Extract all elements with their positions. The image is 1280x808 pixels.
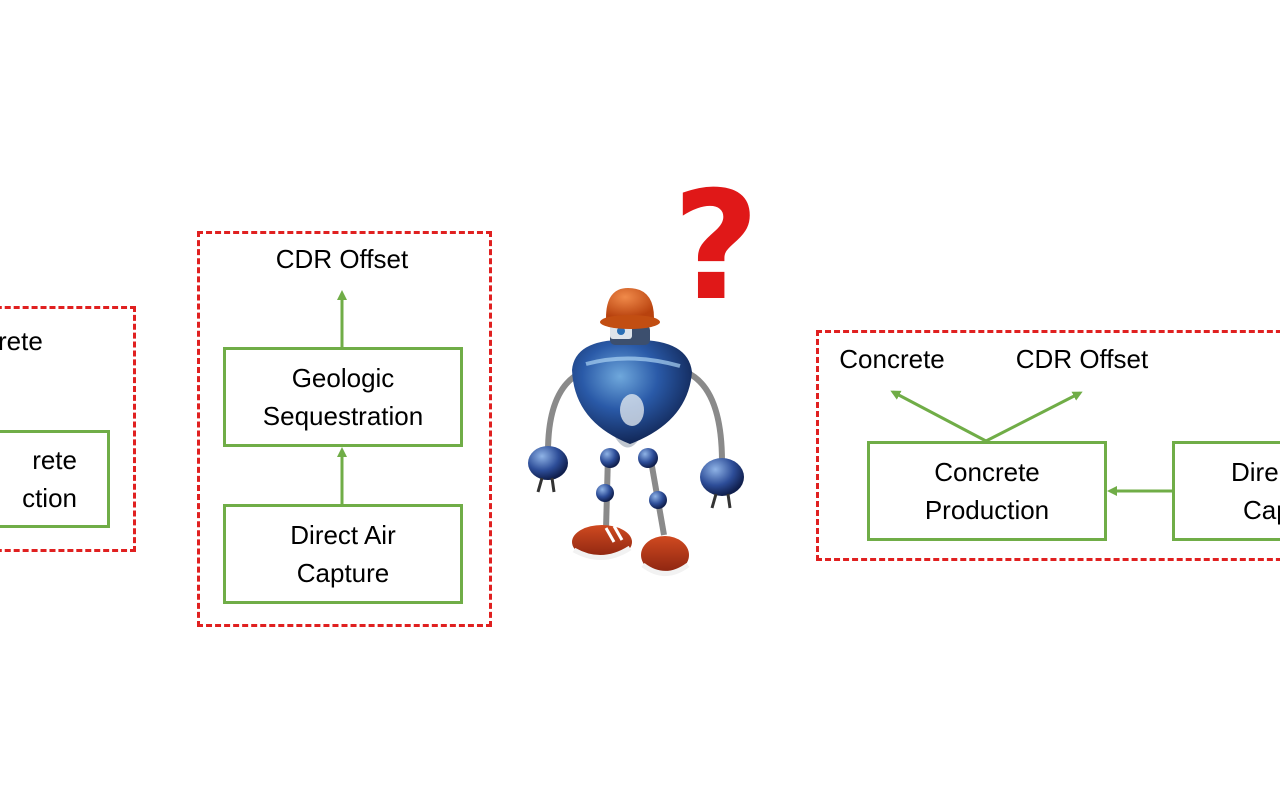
left-production-box-line2: ction — [22, 483, 77, 513]
middle-output-label: CDR Offset — [275, 244, 409, 274]
concrete-production-line2: Production — [924, 495, 1050, 525]
geologic-sequestration-line1: Geologic — [291, 362, 395, 393]
right-output-label-offset: CDR Offset — [1015, 344, 1149, 374]
right-direct-air-capture-box: Dire Cap — [1172, 441, 1280, 541]
geologic-sequestration-box: Geologic Sequestration — [223, 347, 463, 447]
left-output-label: rete — [0, 326, 43, 356]
concrete-production-line1: Concrete — [934, 456, 1040, 487]
left-production-box: rete ction — [0, 430, 110, 528]
direct-air-capture-line1: Direct Air — [290, 519, 396, 550]
direct-air-capture-box: Direct Air Capture — [223, 504, 463, 604]
robot-with-hard-hat-icon — [528, 288, 744, 576]
arrow-production-to-offset — [985, 391, 1083, 443]
right-direct-air-capture-line1: Dire — [1231, 456, 1279, 487]
direct-air-capture-line2: Capture — [296, 558, 390, 588]
right-direct-air-capture-line2: Cap — [1243, 495, 1280, 525]
right-system-boundary — [816, 330, 1280, 561]
right-output-label-concrete: Concrete — [839, 344, 945, 374]
question-mark-icon: ? — [672, 160, 759, 334]
middle-system-boundary — [197, 231, 492, 627]
left-production-box-line1: rete — [32, 444, 77, 475]
left-system-boundary — [0, 306, 136, 552]
arrow-production-to-concrete — [890, 390, 987, 443]
geologic-sequestration-line2: Sequestration — [262, 401, 424, 431]
concrete-production-box: Concrete Production — [867, 441, 1107, 541]
